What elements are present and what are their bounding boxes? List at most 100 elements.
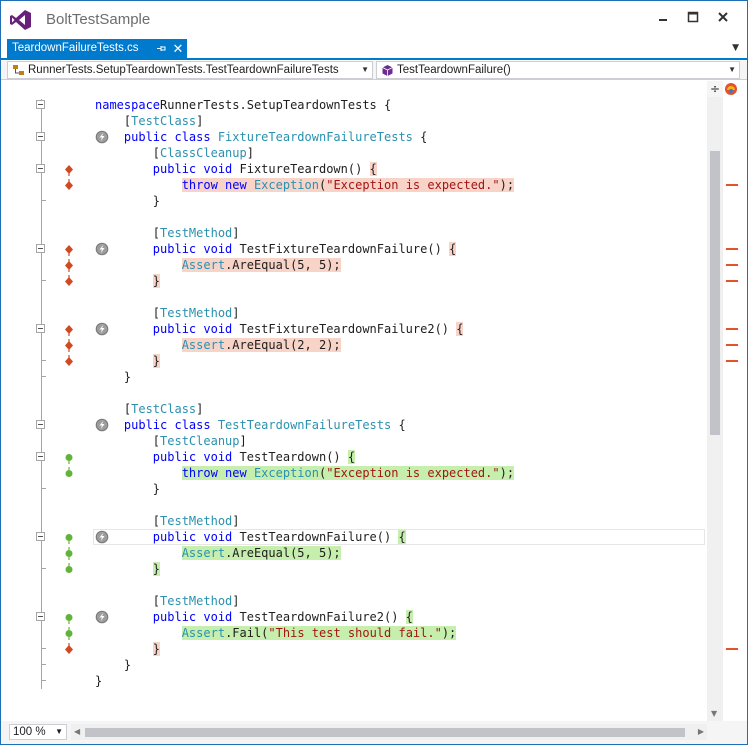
collapse-region-icon[interactable] <box>36 612 45 621</box>
test-failed-marker-icon[interactable] <box>64 323 74 336</box>
code-line[interactable]: } <box>1 193 707 209</box>
tab-overflow-icon[interactable]: ▼ <box>732 43 739 53</box>
code-line[interactable]: [TestMethod] <box>1 593 707 609</box>
vertical-scrollbar[interactable]: ▼ <box>707 81 723 721</box>
code-line[interactable]: [TestClass] <box>1 113 707 129</box>
code-line[interactable]: } <box>1 353 707 369</box>
bolt-overview-icon[interactable] <box>724 82 738 96</box>
pin-icon[interactable] <box>155 39 167 58</box>
code-text: } <box>95 673 102 689</box>
zoom-dropdown[interactable]: 100 % ▼ <box>9 724 67 740</box>
code-line[interactable]: Assert.Fail("This test should fail."); <box>1 625 707 641</box>
overview-failure-mark[interactable] <box>726 248 738 250</box>
overview-failure-mark[interactable] <box>726 360 738 362</box>
run-test-bolt-icon[interactable] <box>95 242 109 256</box>
overview-failure-mark[interactable] <box>726 280 738 282</box>
region-end-tick <box>41 488 46 489</box>
code-line[interactable]: [TestCleanup] <box>1 433 707 449</box>
code-line[interactable]: throw new Exception("Exception is expect… <box>1 465 707 481</box>
overview-margin[interactable] <box>723 81 747 721</box>
code-line[interactable]: } <box>1 481 707 497</box>
code-line[interactable]: [TestMethod] <box>1 513 707 529</box>
code-text: [ClassCleanup] <box>95 145 254 161</box>
test-failed-marker-icon[interactable] <box>64 643 74 656</box>
code-token: "This test should fail." <box>268 626 442 640</box>
test-failed-marker-icon[interactable] <box>64 339 74 352</box>
overview-failure-mark[interactable] <box>726 184 738 186</box>
code-line[interactable]: Assert.AreEqual(2, 2); <box>1 337 707 353</box>
code-line[interactable]: throw new Exception("Exception is expect… <box>1 177 707 193</box>
code-line[interactable]: } <box>1 561 707 577</box>
split-window-icon[interactable]: ÷ <box>707 81 723 97</box>
tab-close-button[interactable]: ✕ <box>172 41 184 56</box>
code-line[interactable]: public void TestTeardown() { <box>1 449 707 465</box>
code-line[interactable]: public void TestFixtureTeardownFailure2(… <box>1 321 707 337</box>
code-line[interactable]: } <box>1 273 707 289</box>
code-line[interactable]: public void FixtureTeardown() { <box>1 161 707 177</box>
test-failed-marker-icon[interactable] <box>64 275 74 288</box>
collapse-region-icon[interactable] <box>36 324 45 333</box>
close-window-icon[interactable] <box>715 9 731 25</box>
collapse-region-icon[interactable] <box>36 100 45 109</box>
code-line[interactable]: public class TestTeardownFailureTests { <box>1 417 707 433</box>
code-line[interactable]: } <box>1 657 707 673</box>
collapse-region-icon[interactable] <box>36 132 45 141</box>
code-line[interactable]: } <box>1 369 707 385</box>
overview-failure-mark[interactable] <box>726 344 738 346</box>
code-line[interactable]: public void TestTeardownFailure2() { <box>1 609 707 625</box>
code-line[interactable]: [TestMethod] <box>1 225 707 241</box>
scroll-down-arrow-icon[interactable]: ▼ <box>711 709 718 718</box>
run-test-bolt-icon[interactable] <box>95 530 109 544</box>
code-line[interactable]: namespaceRunnerTests.SetupTeardownTests … <box>1 97 707 113</box>
code-line[interactable]: Assert.AreEqual(5, 5); <box>1 545 707 561</box>
code-line[interactable]: public void TestTeardownFailure() { <box>1 529 707 545</box>
test-passed-marker-icon[interactable] <box>64 563 74 576</box>
collapse-region-icon[interactable] <box>36 420 45 429</box>
collapse-region-icon[interactable] <box>36 164 45 173</box>
tab-teardown-failure-tests[interactable]: TeardownFailureTests.cs ✕ <box>7 39 187 58</box>
test-passed-marker-icon[interactable] <box>64 627 74 640</box>
code-line[interactable]: } <box>1 641 707 657</box>
maximize-icon[interactable] <box>685 9 701 25</box>
test-passed-marker-icon[interactable] <box>64 547 74 560</box>
collapse-region-icon[interactable] <box>36 244 45 253</box>
code-line[interactable]: [TestClass] <box>1 401 707 417</box>
horizontal-scrollbar[interactable]: ◀ ▶ <box>71 724 707 740</box>
test-passed-marker-icon[interactable] <box>64 467 74 480</box>
test-failed-marker-icon[interactable] <box>64 355 74 368</box>
run-test-bolt-icon[interactable] <box>95 322 109 336</box>
test-failed-marker-icon[interactable] <box>64 259 74 272</box>
code-token: ] <box>246 146 254 160</box>
scroll-left-arrow-icon[interactable]: ◀ <box>74 727 81 736</box>
title-bar[interactable]: BoltTestSample <box>1 1 747 39</box>
run-test-bolt-icon[interactable] <box>95 130 109 144</box>
code-token <box>95 130 124 144</box>
minimize-icon[interactable] <box>655 9 671 25</box>
code-line[interactable]: } <box>1 673 707 689</box>
overview-failure-mark[interactable] <box>726 328 738 330</box>
code-line[interactable]: public void TestFixtureTeardownFailure()… <box>1 241 707 257</box>
test-failed-marker-icon[interactable] <box>64 243 74 256</box>
collapse-region-icon[interactable] <box>36 452 45 461</box>
code-line[interactable]: [ClassCleanup] <box>1 145 707 161</box>
code-line[interactable]: public class FixtureTeardownFailureTests… <box>1 129 707 145</box>
test-passed-marker-icon[interactable] <box>64 451 74 464</box>
code-line[interactable]: [TestMethod] <box>1 305 707 321</box>
code-editor[interactable]: namespaceRunnerTests.SetupTeardownTests … <box>1 81 707 721</box>
horizontal-scroll-thumb[interactable] <box>85 728 685 737</box>
test-failed-marker-icon[interactable] <box>64 163 74 176</box>
test-passed-marker-icon[interactable] <box>64 611 74 624</box>
overview-failure-mark[interactable] <box>726 264 738 266</box>
member-dropdown[interactable]: TestTeardownFailure() ▼ <box>376 61 740 79</box>
code-line[interactable]: Assert.AreEqual(5, 5); <box>1 257 707 273</box>
run-test-bolt-icon[interactable] <box>95 610 109 624</box>
collapse-region-icon[interactable] <box>36 532 45 541</box>
test-failed-marker-icon[interactable] <box>64 179 74 192</box>
overview-failure-mark[interactable] <box>726 648 738 650</box>
run-test-bolt-icon[interactable] <box>95 418 109 432</box>
code-token: TestCleanup <box>160 434 240 448</box>
scroll-right-arrow-icon[interactable]: ▶ <box>697 727 704 736</box>
test-passed-marker-icon[interactable] <box>64 531 74 544</box>
type-dropdown[interactable]: RunnerTests.SetupTeardownTests.TestTeard… <box>7 61 373 79</box>
vertical-scroll-thumb[interactable] <box>710 151 720 435</box>
